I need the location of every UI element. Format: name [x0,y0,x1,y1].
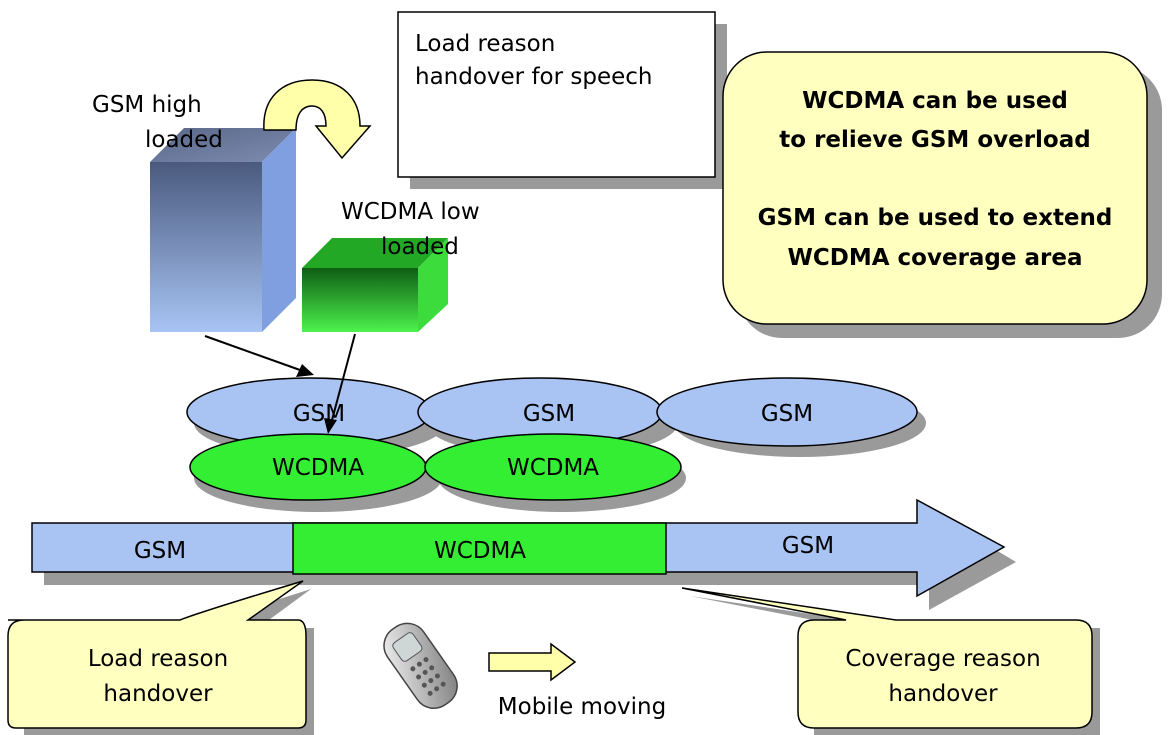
path-segment-1-label: GSM [134,538,186,564]
gsm-high-label-line-1: GSM high [92,92,202,118]
wcdma-low-label-line-2: loaded [381,234,459,260]
info-line-4: GSM can be used to extend [758,205,1113,231]
wcdma-cell-2 [424,433,682,501]
info-line-5: WCDMA coverage area [788,245,1083,271]
coverage-callout-line-1: Coverage reason [845,646,1040,672]
load-callout-line-1: Load reason [88,646,228,672]
wcdma-cell-1-label: WCDMA [272,455,364,481]
curved-arrow-icon [263,79,372,160]
right-arrow-icon [488,642,577,682]
gsm-cell-3 [656,377,918,447]
info-line-1: WCDMA can be used [802,88,1068,114]
coverage-callout-line-2: handover [888,681,998,707]
gsm-cell-2-label: GSM [523,401,575,427]
load-reason-box-line-2: handover for speech [415,64,653,90]
load-callout-line-2: handover [103,681,213,707]
gsm-cell-3-label: GSM [761,401,813,427]
load-reason-box-line-1: Load reason [415,31,555,57]
movement-path: GSM WCDMA GSM [31,498,1016,610]
info-line-2: to relieve GSM overload [779,127,1090,153]
gsm-high-label-line-2: loaded [145,127,223,153]
gsm-load-box [150,128,296,332]
wcdma-load-box [302,238,448,332]
path-segment-3-label: GSM [782,533,834,559]
load-pointer-arrows [204,333,356,434]
mobile-phone-icon [383,622,458,710]
wcdma-cells: WCDMA WCDMA [189,433,686,512]
load-reason-box: Load reason handover for speech [397,11,727,189]
info-callout: WCDMA can be used to relieve GSM overloa… [722,51,1162,338]
load-reason-callout: Load reason handover [7,580,314,735]
mobile-moving-label: Mobile moving [498,694,666,720]
wcdma-cell-2-label: WCDMA [507,455,599,481]
coverage-reason-callout: Coverage reason handover [681,587,1100,735]
path-wcdma-segment [292,522,667,575]
wcdma-low-label-line-1: WCDMA low [341,199,480,225]
gsm-cell-1-label: GSM [293,401,345,427]
path-segment-2-label: WCDMA [434,538,526,564]
